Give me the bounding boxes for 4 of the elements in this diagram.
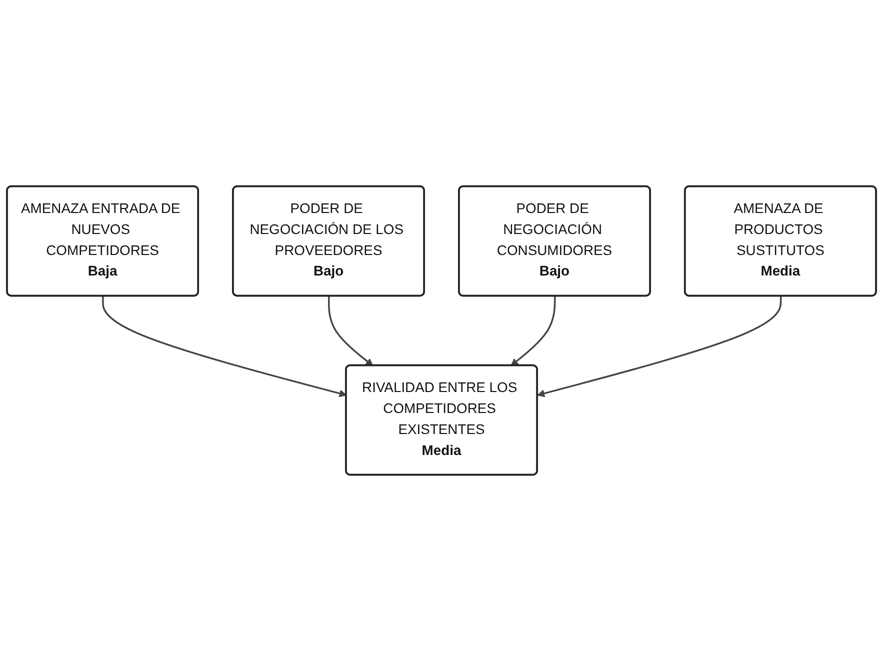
arrow bbox=[510, 296, 556, 366]
arrow bbox=[537, 296, 782, 398]
arrow bbox=[102, 296, 347, 398]
arrow bbox=[328, 296, 374, 366]
